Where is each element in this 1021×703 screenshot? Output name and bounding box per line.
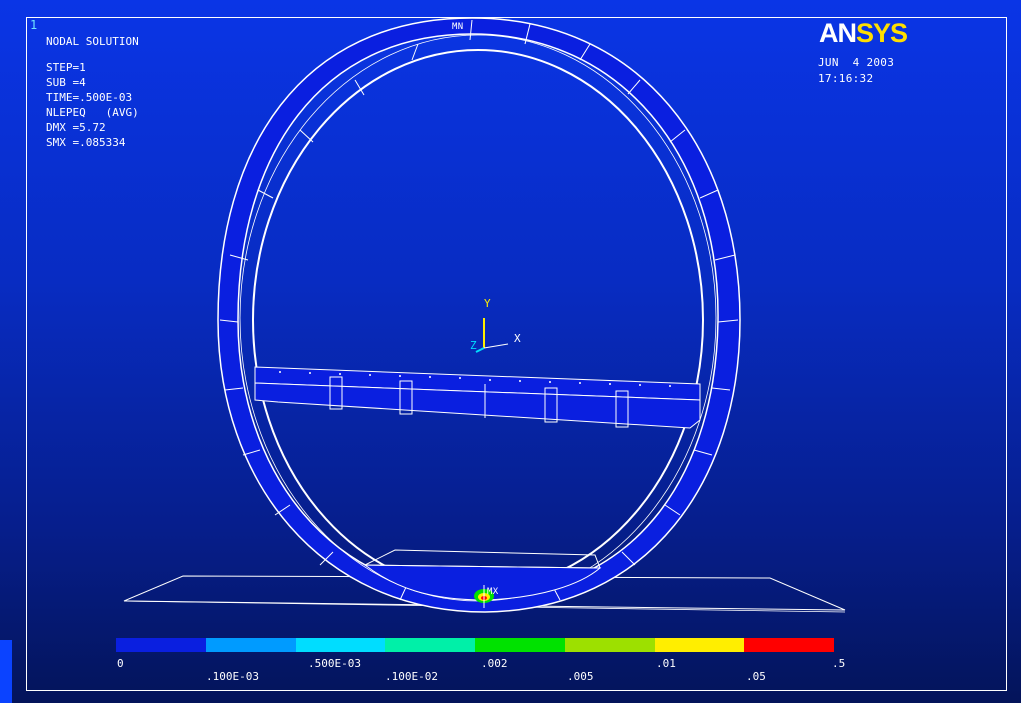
axis-x-label: X — [514, 332, 521, 345]
step-line: STEP=1 — [46, 61, 86, 74]
legend-band-4 — [385, 638, 475, 652]
legend-label-0: 0 — [117, 657, 124, 670]
segment-joints — [219, 19, 739, 601]
contour-legend-bar — [116, 638, 834, 652]
result-item-line: NLEPEQ (AVG) — [46, 106, 139, 119]
window-edge-strip — [0, 640, 12, 703]
intermediate-slab-side — [254, 382, 701, 429]
legend-label-002: .002 — [481, 657, 508, 670]
smx-line: SMX =.085334 — [46, 136, 126, 149]
legend-label-01: .01 — [656, 657, 676, 670]
max-marker: MX — [487, 587, 499, 597]
graphics-window-frame — [26, 17, 1007, 691]
min-marker: MN — [452, 22, 464, 32]
legend-band-3 — [295, 638, 386, 652]
axis-z-label: Z — [470, 339, 477, 352]
legend-band-2 — [205, 638, 296, 652]
legend-label-100e-03: .100E-03 — [206, 670, 259, 683]
legend-label-500e-03: .500E-03 — [308, 657, 361, 670]
solution-info-block: NODAL SOLUTION STEP=1 SUB =4 TIME=.500E-… — [46, 36, 139, 152]
tunnel-outer-ring — [217, 17, 741, 613]
slab-dots — [279, 371, 671, 387]
time-line: TIME=.500E-03 — [46, 91, 133, 104]
substep-line: SUB =4 — [46, 76, 86, 89]
plot-time: 17:16:32 — [818, 72, 874, 85]
legend-label-005: .005 — [567, 670, 594, 683]
legend-label-100e-02: .100E-02 — [385, 670, 438, 683]
axis-y-label: Y — [484, 297, 491, 310]
plot-title: NODAL SOLUTION — [46, 35, 139, 48]
legend-band-7 — [654, 638, 745, 652]
tunnel-lining-inner — [252, 49, 704, 591]
legend-label-5: .5 — [832, 657, 846, 670]
invert-slab — [364, 549, 601, 569]
slab-ribs — [329, 376, 629, 428]
ansys-logo: ANSYS — [819, 18, 908, 48]
window-number: 1 — [30, 18, 38, 32]
legend-band-1 — [116, 638, 206, 652]
legend-band-5 — [475, 638, 565, 652]
legend-band-6 — [564, 638, 655, 652]
tunnel-inner-ring — [239, 34, 717, 602]
logo-an: AN — [819, 18, 857, 48]
logo-sys: SYS — [856, 18, 908, 48]
plot-date: JUN 4 2003 — [818, 56, 895, 69]
legend-label-05: .05 — [746, 670, 766, 683]
axis-triad — [475, 318, 509, 353]
legend-band-8 — [744, 638, 834, 652]
dmx-line: DMX =5.72 — [46, 121, 106, 134]
